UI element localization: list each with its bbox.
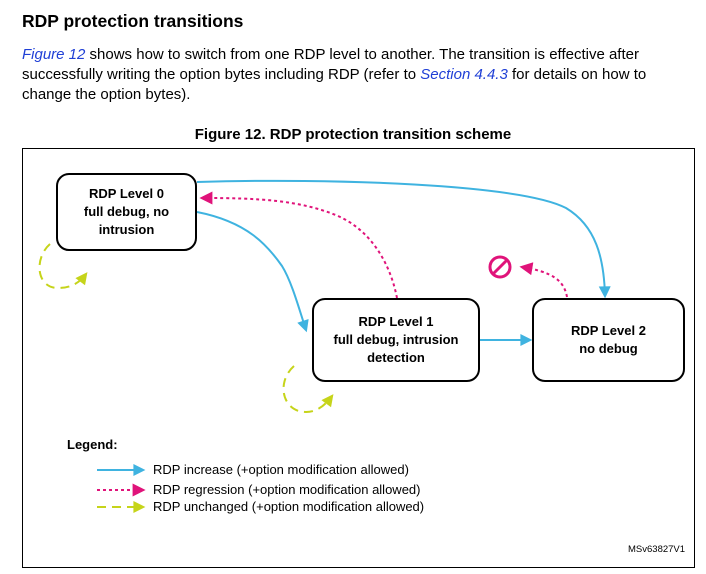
intro-text-1: shows how to switch from one RDP level t… <box>22 46 639 83</box>
loop-level1-unchanged <box>282 365 334 414</box>
figure-title: Figure 12. RDP protection transition sch… <box>194 126 512 143</box>
node-level1-line2: full debug, intrusion <box>333 332 459 347</box>
node-level0-line3: intrusion <box>98 222 155 237</box>
node-level2-title: RDP Level 2 <box>571 323 646 338</box>
no-entry-icon <box>488 255 512 279</box>
loop-level0-unchanged <box>38 243 88 290</box>
node-rdp-level2: RDP Level 2 no debug <box>532 298 685 382</box>
figure-frame <box>22 148 695 568</box>
arrow-level2-blocked <box>519 262 568 298</box>
node-level0-title: RDP Level 0 <box>89 186 164 201</box>
node-rdp-level1: RDP Level 1 full debug, intrusion detect… <box>312 298 480 382</box>
legend-title: Legend: <box>67 437 118 452</box>
intro-text-2: for details on how to change the option … <box>22 66 647 103</box>
figure-reference: MSv63827V1 <box>628 544 686 555</box>
node-rdp-level0: RDP Level 0 full debug, no intrusion <box>56 173 197 251</box>
legend-regression-label: RDP regression (+option modification all… <box>153 482 421 497</box>
section-heading: RDP protection transitions <box>22 11 244 31</box>
node-level1-title: RDP Level 1 <box>358 314 434 329</box>
legend-increase-label: RDP increase (+option modification allow… <box>153 462 409 477</box>
node-level1-line3: detection <box>367 350 425 365</box>
figure-link[interactable]: Figure 12 <box>22 46 86 63</box>
node-level0-line2: full debug, no <box>83 204 170 219</box>
arrow-level0-to-level1 <box>196 211 309 333</box>
intro-paragraph: Figure 12 shows how to switch from one R… <box>22 45 692 105</box>
section-link[interactable]: Section 4.4.3 <box>420 66 508 83</box>
arrow-level0-to-level2 <box>196 179 611 299</box>
legend-unchanged-label: RDP unchanged (+option modification allo… <box>153 499 425 514</box>
arrow-level1-to-level0 <box>199 191 398 299</box>
node-level2-line2: no debug <box>579 341 638 356</box>
